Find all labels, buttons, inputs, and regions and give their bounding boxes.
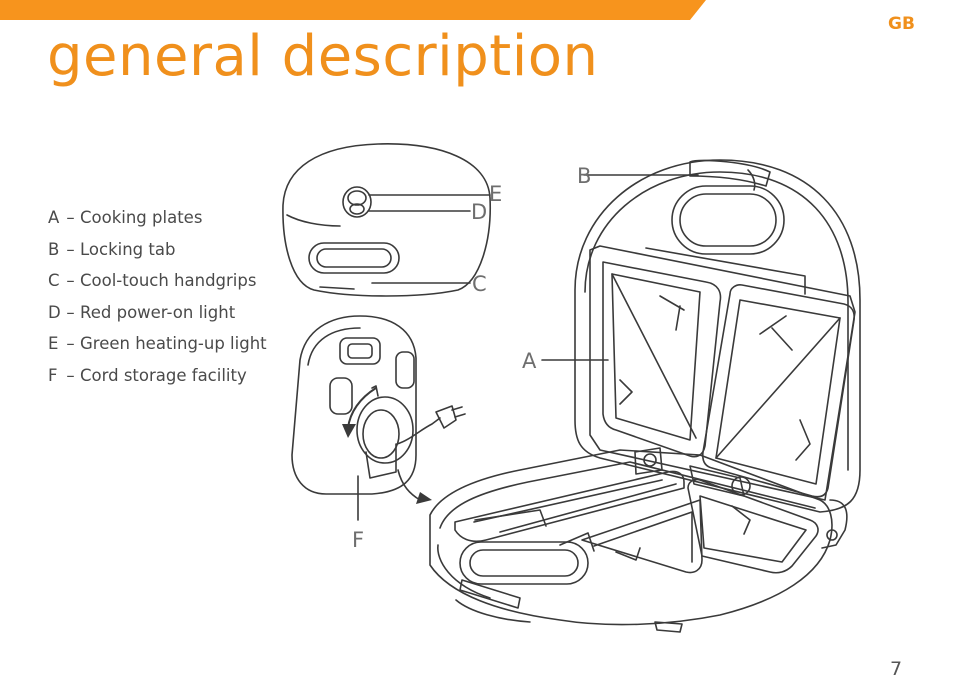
parts-list-item: F–Cord storage facility <box>48 363 267 395</box>
parts-list-item: E–Green heating-up light <box>48 331 267 363</box>
callout-f: F <box>352 528 364 552</box>
part-code: D <box>48 302 61 322</box>
part-label: Cooking plates <box>80 208 203 227</box>
parts-list-item: B–Locking tab <box>48 237 267 269</box>
part-label: Green heating-up light <box>80 334 267 354</box>
part-code: A <box>48 208 60 227</box>
parts-list-item: C–Cool-touch handgrips <box>48 268 267 300</box>
part-code: C <box>48 271 60 291</box>
left-lower-plate <box>454 470 685 543</box>
right-lower-plate <box>687 478 819 574</box>
part-label: Red power-on light <box>80 302 236 322</box>
part-label: Cool-touch handgrips <box>80 271 257 291</box>
parts-list: A–Cooking plates B–Locking tab C–Cool-to… <box>48 205 267 395</box>
closed-appliance-view <box>282 143 492 297</box>
callout-b: B <box>577 164 591 188</box>
part-dash: – <box>66 334 75 354</box>
callout-d: D <box>471 200 487 224</box>
page-number: 7 <box>890 658 903 680</box>
page-title: general description <box>47 24 599 89</box>
part-label: Locking tab <box>80 239 176 259</box>
part-code: F <box>48 365 58 385</box>
top-accent-bar <box>0 0 706 20</box>
right-upper-plate <box>701 284 855 498</box>
part-dash: – <box>66 365 75 385</box>
part-code: E <box>48 334 59 354</box>
lower-base <box>429 449 833 626</box>
cord-storage-view <box>291 315 466 521</box>
callout-e: E <box>489 182 502 206</box>
language-code: GB <box>888 14 915 34</box>
part-dash: – <box>66 208 75 227</box>
part-dash: – <box>66 302 75 322</box>
open-appliance-view <box>429 159 861 633</box>
part-dash: – <box>66 239 75 259</box>
parts-list-item: A–Cooking plates <box>48 205 267 237</box>
part-dash: – <box>66 271 75 291</box>
parts-list-item: D–Red power-on light <box>48 300 267 332</box>
part-label: Cord storage facility <box>80 365 247 385</box>
part-code: B <box>48 239 60 259</box>
callout-c: C <box>472 272 487 296</box>
callout-a: A <box>522 349 537 373</box>
